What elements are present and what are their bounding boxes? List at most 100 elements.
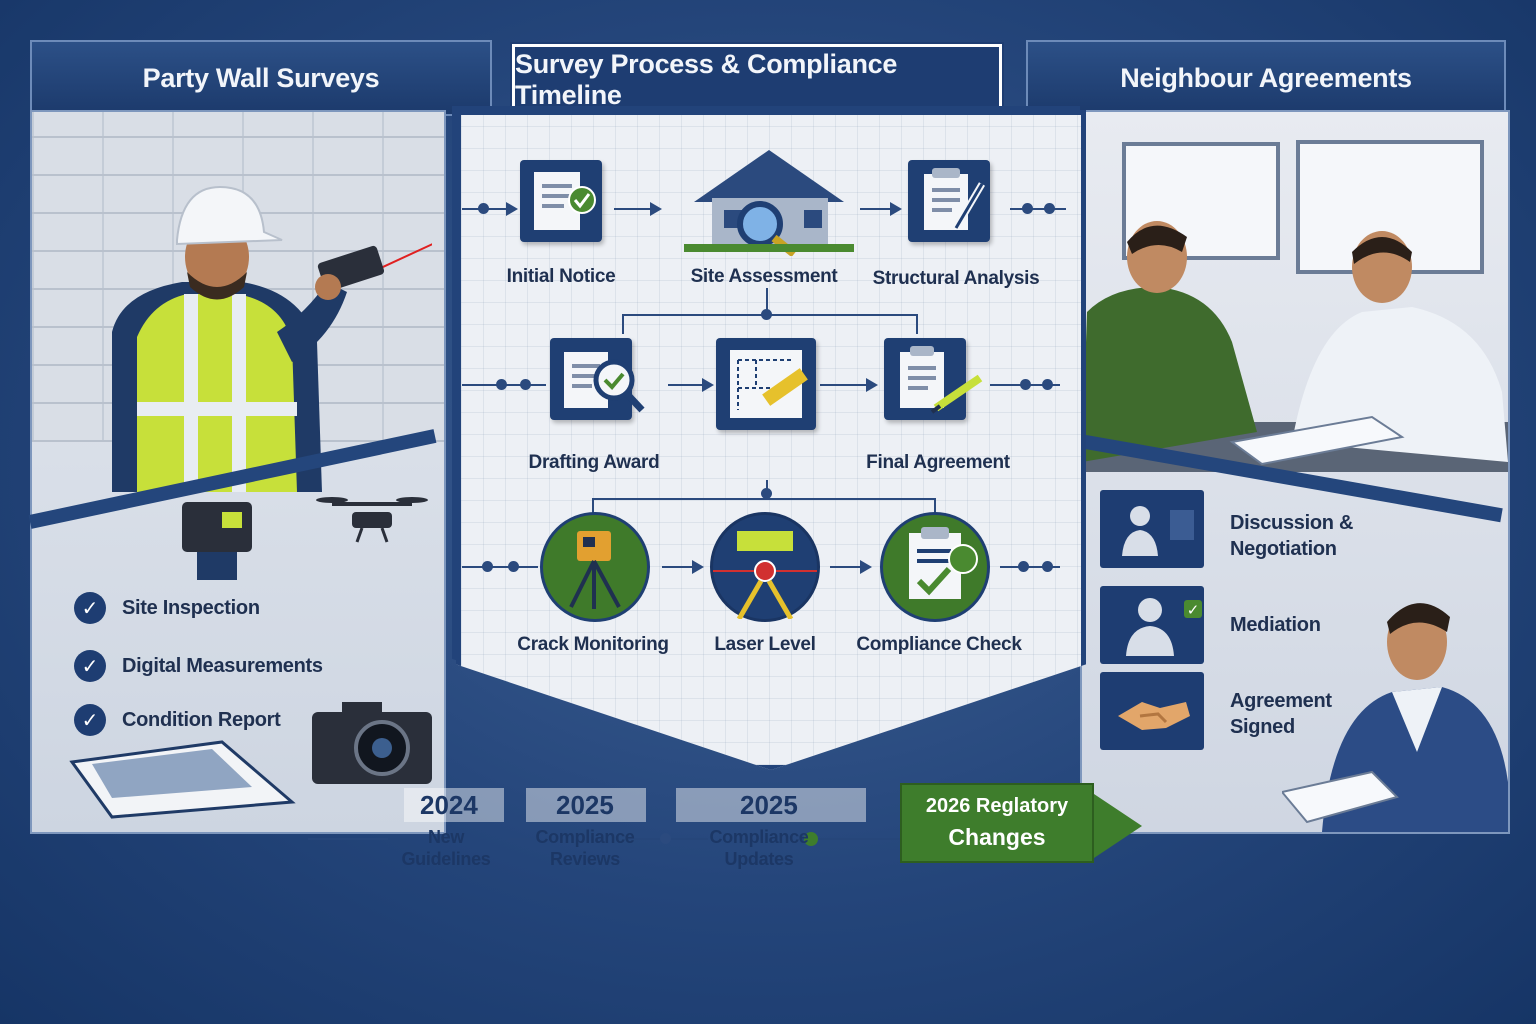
flow-line: [668, 384, 708, 386]
flow-line: [820, 384, 872, 386]
step-compliance-check-label: Compliance Check: [856, 634, 1022, 655]
flow-arrow-icon: [866, 378, 878, 392]
timeline-year-2025-updates: 2025: [740, 790, 798, 820]
check-item-condition-report: ✓ Condition Report: [74, 704, 281, 736]
crack-monitoring-tripod-icon: [540, 512, 650, 622]
flow-dot: [508, 561, 519, 572]
final-agreement-icon: [884, 338, 983, 420]
camera-and-plans-illustration: [69, 702, 432, 819]
flow-dot: [1042, 561, 1053, 572]
header-center-title: Survey Process & Compliance Timeline: [515, 49, 898, 110]
flow-dot: [1018, 561, 1029, 572]
flow-arrow-icon: [692, 560, 704, 574]
step-initial-notice-label: Initial Notice: [506, 266, 616, 287]
check-icon: ✓: [74, 592, 106, 624]
left-panel-surveys: ✓ Site Inspection ✓ Digital Measurements…: [30, 110, 446, 834]
flow-line: [662, 566, 698, 568]
timeline-milestone-compliance-reviews: Compliance Reviews: [530, 826, 640, 870]
agreement-step-mediation: ✓ Mediation: [1100, 586, 1500, 666]
timeline-line: [800, 838, 900, 840]
timeline-arrow-icon: [1094, 794, 1142, 858]
flow-line: [614, 208, 654, 210]
header-survey-process: Survey Process & Compliance Timeline: [512, 44, 1002, 116]
timeline-year-2024: 2024: [420, 790, 478, 820]
flow-arrow-icon: [860, 560, 872, 574]
final-milestone-line1: 2026 Reglatory: [925, 795, 1069, 817]
flow-connector: [592, 498, 594, 518]
mediator-icon: ✓: [1100, 586, 1204, 664]
flow-dot: [1044, 203, 1055, 214]
timeline-line: [508, 838, 532, 840]
flow-connector: [934, 498, 936, 518]
check-item-digital-measurements: ✓ Digital Measurements: [74, 650, 323, 682]
header-neighbour-agreements: Neighbour Agreements: [1026, 40, 1506, 116]
flow-arrow-icon: [650, 202, 662, 216]
agreement-step-line1: Agreement: [1230, 690, 1332, 712]
flow-dot: [1022, 203, 1033, 214]
timeline-milestone-new-guidelines: New Guidelines: [384, 826, 508, 870]
surveyor-illustration: [112, 185, 432, 492]
equipment-illustration: [182, 497, 428, 580]
timeline-dot: [660, 833, 671, 844]
compliance-check-clipboard-icon: [880, 512, 990, 622]
check-icon: ✓: [74, 650, 106, 682]
flow-line: [462, 566, 538, 568]
flow-connector: [766, 288, 768, 314]
step-site-assessment-label: Site Assessment: [690, 266, 838, 287]
drafting-award-icon: [550, 338, 645, 420]
step-laser-level-label: Laser Level: [714, 634, 816, 655]
timeline-milestone-line1: Compliance: [709, 827, 809, 847]
handshake-icon: [1100, 672, 1204, 750]
svg-text:✓: ✓: [1187, 601, 1200, 619]
agreement-step-line1: Mediation: [1230, 614, 1321, 636]
flow-dot: [761, 488, 772, 499]
agreement-step-line2: Signed: [1230, 716, 1295, 738]
flow-dot: [482, 561, 493, 572]
timeline-milestone-line2: Updates: [724, 849, 794, 869]
flow-line: [1000, 566, 1060, 568]
discussion-people-icon: [1100, 490, 1204, 568]
step-crack-monitoring-label: Crack Monitoring: [517, 634, 669, 655]
check-item-site-inspection: ✓ Site Inspection: [74, 592, 260, 624]
timeline-milestone-line1: New Guidelines: [401, 827, 491, 869]
timeline-milestone-compliance-updates: Compliance Updates: [704, 826, 814, 870]
flow-connector: [622, 314, 624, 334]
check-icon: ✓: [74, 704, 106, 736]
header-right-title: Neighbour Agreements: [1120, 62, 1412, 93]
flow-connector: [592, 498, 936, 500]
step-final-agreement-label: Final Agreement: [866, 452, 1010, 473]
flow-dot: [520, 379, 531, 390]
timeline-milestone-line2: Reviews: [550, 849, 620, 869]
meeting-illustration: [1082, 221, 1508, 472]
final-milestone-line2: Changes: [948, 824, 1046, 850]
check-item-label: Site Inspection: [122, 596, 260, 619]
flow-arrow-icon: [702, 378, 714, 392]
timeline-year-highlight: [526, 788, 646, 822]
flow-arrow-icon: [890, 202, 902, 216]
flow-dot: [478, 203, 489, 214]
step-structural-analysis-label: Structural Analysis: [872, 268, 1040, 289]
timeline-year-2025-reviews: 2025: [556, 790, 614, 820]
flow-line: [1010, 208, 1066, 210]
flow-connector: [916, 314, 918, 334]
blueprint-ruler-icon: [716, 338, 816, 430]
laser-level-icon: [710, 512, 820, 622]
timeline-dot: [804, 832, 818, 846]
timeline-line: [308, 838, 388, 840]
timeline-year-highlight: [676, 788, 866, 822]
agreement-step-signed: Agreement Signed: [1100, 672, 1500, 752]
timeline-milestone-line1: Compliance: [535, 827, 635, 847]
agreement-step-line2: Negotiation: [1230, 538, 1337, 560]
timeline-year-highlight: [404, 788, 504, 822]
step-drafting-award-label: Drafting Award: [528, 452, 660, 473]
structural-analysis-icon: [908, 160, 990, 242]
site-assessment-house-icon: [684, 150, 854, 256]
advisor-illustration: [1282, 603, 1508, 832]
flow-dot: [496, 379, 507, 390]
timeline-milestone-2026-regulatory-changes: 2026 Reglatory Changes: [900, 783, 1094, 863]
agreement-step-line1: Discussion &: [1230, 512, 1354, 534]
initial-notice-icon: [520, 160, 602, 242]
flow-dot: [1020, 379, 1031, 390]
agreement-step-discussion: Discussion & Negotiation: [1100, 490, 1500, 570]
flow-line: [860, 208, 896, 210]
